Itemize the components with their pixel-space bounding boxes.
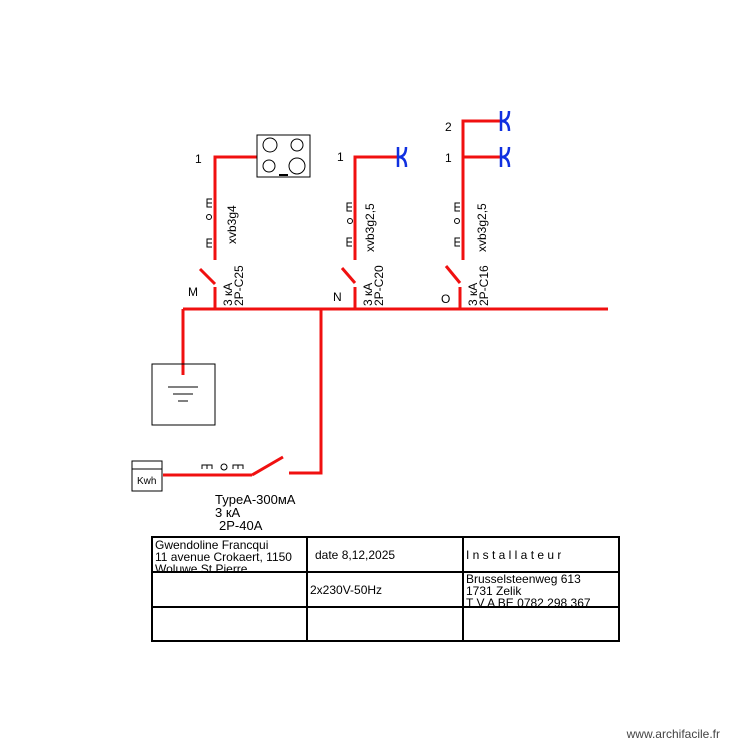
cable-label: xvb3g2,5: [475, 203, 489, 252]
breaker-label: 2P-C20: [372, 265, 386, 306]
installer-address-cell: Brusselsteenweg 613 1731 Zelik T V A BE …: [466, 573, 618, 606]
kwh-meter: [131, 460, 163, 492]
date-cell: date 8,12,2025: [315, 549, 396, 561]
socket-icon: [396, 146, 408, 168]
breaker-label: 2P-C16: [477, 265, 491, 306]
circuit-o: 2 1 O xvb3g2,5 3 кA 2P-C16: [441, 110, 511, 309]
quantity: 1: [337, 150, 344, 164]
rcd-rating: 2P-40A: [219, 518, 263, 533]
title-block-grid: [151, 536, 620, 642]
earth-box: [151, 363, 216, 426]
kwh-label: Kwh: [137, 476, 156, 487]
differential-symbol-icon: [201, 463, 244, 471]
client-address: 11 avenue Crokaert, 1150: [155, 550, 292, 564]
quantity: 1: [445, 151, 452, 165]
socket-icon: [499, 110, 511, 132]
circuit-n: 1 N xvb3g2,5 3 кA 2P-C20: [333, 146, 408, 309]
quantity: 1: [195, 152, 202, 166]
rcd-ka: 3 кA: [215, 505, 241, 520]
rcd-type: TypeA-300мA: [215, 492, 296, 507]
voltage-cell: 2x230V-50Hz: [310, 584, 383, 596]
installer-street: Brusselsteenweg 613: [466, 573, 581, 586]
installer-label: I n s t a l l a t e u r: [466, 549, 562, 561]
breaker-ka: 3 кA: [221, 283, 235, 306]
cable-label: xvb3g4: [225, 205, 239, 244]
client-name: Gwendoline Francqui: [155, 539, 269, 552]
breaker-ka: 3 кA: [361, 283, 375, 306]
main-feed-wire: [289, 309, 323, 475]
circuit-id: O: [441, 292, 450, 306]
earth-icon: [168, 386, 198, 402]
quantity: 2: [445, 120, 452, 134]
watermark: www.archifacile.fr: [626, 727, 720, 741]
client-city: Woluwe St Pierre: [155, 562, 248, 571]
cooktop-icon: [256, 134, 311, 178]
main-switch: [251, 455, 284, 477]
circuit-m: 1 M xvb3g4 3 кA 2P-C25: [188, 134, 311, 309]
breaker-label: 2P-C25: [232, 265, 246, 306]
socket-icon: [499, 146, 511, 168]
installer-vat: T V A BE 0782 298 367: [466, 596, 591, 606]
cable-label: xvb3g2,5: [363, 203, 377, 252]
circuit-id: M: [188, 285, 198, 299]
client-cell: Gwendoline Francqui 11 avenue Crokaert, …: [155, 539, 305, 571]
installer-city: 1731 Zelik: [466, 584, 522, 598]
breaker-ka: 3 кA: [466, 283, 480, 306]
circuit-id: N: [333, 290, 342, 304]
